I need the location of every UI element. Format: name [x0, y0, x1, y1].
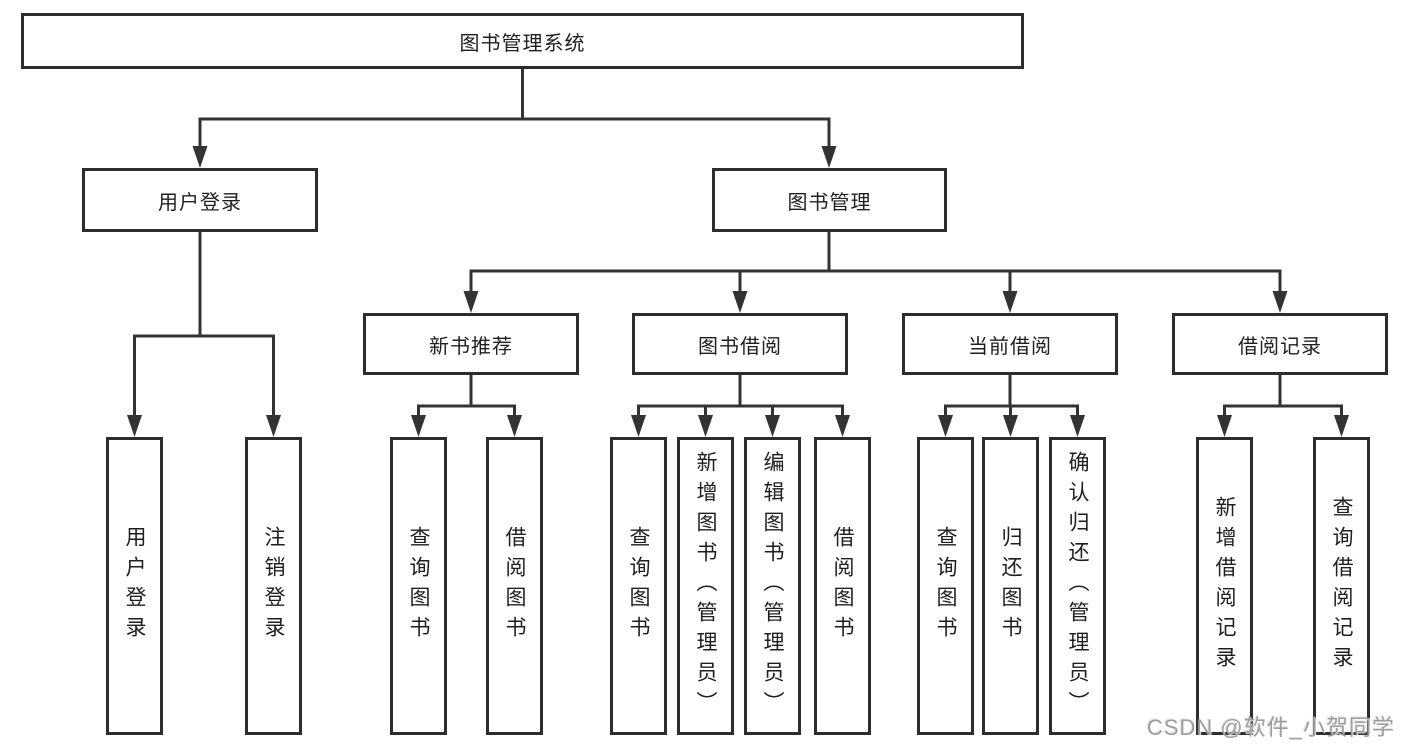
- node-user-login: 用户登录: [82, 168, 318, 232]
- leaf-query-borrow-record: 查询借阅记录: [1313, 437, 1370, 735]
- leaf-add-borrow-record: 新增借阅记录: [1196, 437, 1253, 735]
- node-label: 归还图书: [999, 526, 1022, 646]
- node-new-book-recommendation: 新书推荐: [363, 313, 579, 375]
- leaf-return-books: 归还图书: [982, 437, 1039, 735]
- node-label: 用户登录: [123, 526, 146, 646]
- node-label: 新增借阅记录: [1213, 496, 1236, 676]
- node-label: 图书管理: [787, 191, 872, 214]
- node-label: 借阅图书: [831, 526, 854, 646]
- node-book-management: 图书管理: [712, 168, 947, 232]
- leaf-query-books-3: 查询图书: [917, 437, 974, 735]
- node-label: 借阅记录: [1238, 335, 1322, 358]
- csdn-watermark: CSDN @软件_小贺同学: [1146, 715, 1395, 740]
- leaf-logout: 注销登录: [245, 437, 302, 735]
- node-label: 注销登录: [262, 526, 285, 646]
- leaf-borrow-books-2: 借阅图书: [814, 437, 871, 735]
- leaf-edit-books-admin: 编辑图书（管理员）: [744, 437, 801, 735]
- node-label: 用户登录: [158, 191, 242, 214]
- node-label: 借阅图书: [503, 526, 526, 646]
- node-label: 当前借阅: [968, 335, 1052, 358]
- leaf-query-books-1: 查询图书: [390, 437, 447, 735]
- node-label: 查询图书: [934, 526, 957, 646]
- leaf-query-books-2: 查询图书: [610, 437, 667, 735]
- leaf-add-books-admin: 新增图书（管理员）: [677, 437, 734, 735]
- node-label: 新书推荐: [429, 335, 513, 358]
- node-label: 图书借阅: [698, 335, 782, 358]
- node-label: 查询借阅记录: [1330, 496, 1353, 676]
- node-label: 新增图书（管理员）: [694, 451, 717, 721]
- leaf-user-login: 用户登录: [106, 437, 163, 735]
- node-label: 查询图书: [407, 526, 430, 646]
- node-label: 编辑图书（管理员）: [761, 451, 784, 721]
- node-library-management-system: 图书管理系统: [21, 13, 1024, 69]
- node-borrowing-records: 借阅记录: [1172, 313, 1388, 375]
- node-label: 查询图书: [627, 526, 650, 646]
- node-label: 图书管理系统: [459, 32, 586, 55]
- node-current-borrowing: 当前借阅: [902, 313, 1118, 375]
- node-label: 确认归还（管理员）: [1066, 451, 1089, 721]
- node-book-borrowing: 图书借阅: [632, 313, 848, 375]
- leaf-borrow-books-1: 借阅图书: [486, 437, 543, 735]
- leaf-confirm-return-admin: 确认归还（管理员）: [1049, 437, 1106, 735]
